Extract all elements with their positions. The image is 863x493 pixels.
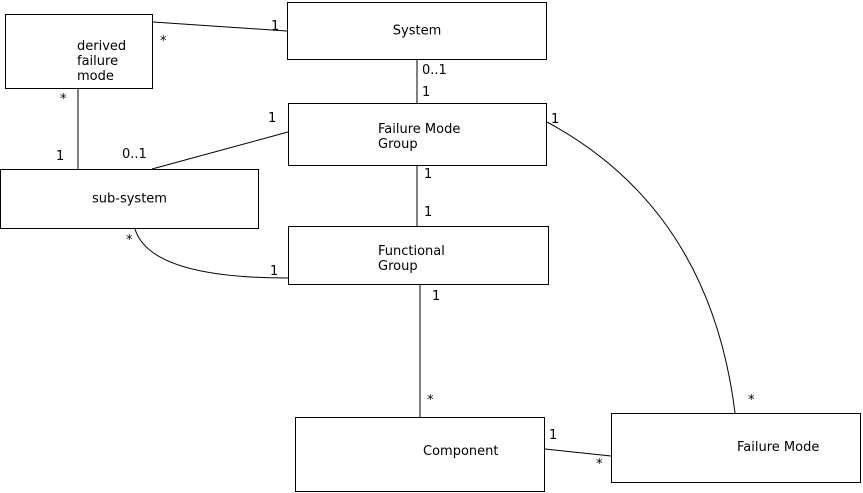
multiplicity-label: 0..1 [122, 147, 147, 162]
node-functional-group[interactable]: Functional Group [288, 226, 549, 285]
multiplicity-label: 1 [422, 85, 431, 100]
node-failure-mode-group[interactable]: Failure Mode Group [288, 103, 547, 166]
node-component[interactable]: Component [295, 417, 545, 492]
node-derived-failure-mode[interactable]: derived failure mode [5, 14, 153, 89]
edge-system-derived-failure-mode [152, 21, 288, 32]
multiplicity-label: 1 [551, 112, 560, 127]
node-label-functional-group: Functional Group [378, 244, 445, 274]
multiplicity-label: * [60, 92, 67, 107]
multiplicity-label: 1 [56, 149, 65, 164]
edge-failure-mode-group-sub-system [151, 131, 289, 170]
node-label-derived-failure-mode: derived failure mode [77, 39, 127, 84]
node-failure-mode[interactable]: Failure Mode [611, 413, 861, 483]
edge-sub-system-functional-group [134, 228, 289, 279]
multiplicity-label: * [126, 233, 133, 248]
edge-component-failure-mode [544, 448, 612, 457]
multiplicity-label: * [748, 393, 755, 408]
multiplicity-label: * [160, 34, 167, 49]
multiplicity-label: 1 [424, 205, 433, 220]
node-label-failure-mode: Failure Mode [737, 440, 820, 455]
node-system[interactable]: System [287, 2, 547, 60]
multiplicity-label: 1 [268, 111, 277, 126]
multiplicity-label: 1 [270, 264, 279, 279]
multiplicity-label: * [427, 393, 434, 408]
multiplicity-label: 0..1 [422, 63, 447, 78]
multiplicity-label: 1 [432, 289, 441, 304]
node-sub-system[interactable]: sub-system [0, 169, 259, 229]
node-label-component: Component [423, 444, 499, 459]
node-label-sub-system: sub-system [92, 191, 167, 207]
node-label-system: System [392, 23, 442, 39]
multiplicity-label: * [596, 457, 603, 472]
multiplicity-label: 1 [424, 167, 433, 182]
multiplicity-label: 1 [549, 428, 558, 443]
multiplicity-label: 1 [271, 19, 280, 34]
node-label-failure-mode-group: Failure Mode Group [378, 122, 461, 152]
edge-failure-mode-group-failure-mode [546, 121, 736, 414]
